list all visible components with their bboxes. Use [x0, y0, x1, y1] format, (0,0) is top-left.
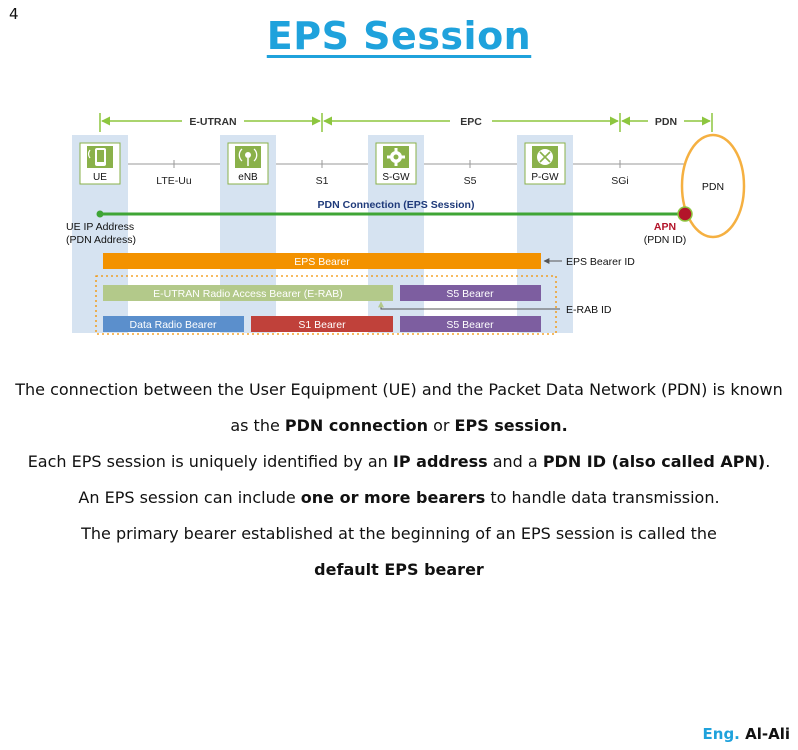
ip-address-term: IP address [392, 452, 488, 471]
enb-label: eNB [238, 172, 258, 183]
pdn-address-label: (PDN Address) [66, 234, 136, 246]
network-line [128, 160, 688, 168]
router-icon [537, 149, 553, 165]
erab-label: E-UTRAN Radio Access Bearer (E-RAB) [153, 288, 343, 300]
domain-label-epc: EPC [460, 116, 482, 128]
paragraph-3: An EPS session can include one or more b… [78, 488, 720, 507]
s1-bearer-bar [251, 316, 393, 332]
pdn-id-term: PDN ID (also called APN) [542, 452, 766, 471]
data-radio-bearer-bar [103, 316, 244, 332]
s5-bearer-bar-bottom [400, 316, 541, 332]
page-number: 4 [9, 5, 19, 23]
page-title: EPS Session [266, 14, 532, 58]
sgw-label: S-GW [382, 172, 410, 183]
sgw-node: S-GW [375, 142, 417, 185]
author-signature: Eng. Al-Ali [702, 725, 790, 743]
interface-label-sgi: SGi [611, 175, 629, 187]
paragraph-1-line-1: The connection between the User Equipmen… [15, 380, 783, 399]
interface-label-lte-uu: LTE-Uu [156, 175, 192, 187]
eps-bearer-id-label: EPS Bearer ID [566, 256, 635, 268]
antenna-icon [238, 148, 258, 166]
apn-label: APN [654, 221, 676, 233]
default-eps-bearer-term: default EPS bearer [314, 560, 484, 579]
pdn-connection-term: PDN connection [284, 416, 428, 435]
paragraph-4-line-1: The primary bearer established at the be… [81, 524, 717, 543]
paragraph-2: Each EPS session is uniquely identified … [27, 452, 771, 471]
gear-icon [387, 148, 405, 166]
ue-label: UE [93, 172, 107, 183]
erab-id-arrow [378, 301, 560, 310]
erab-id-label: E-RAB ID [566, 304, 612, 316]
pdn-connection-label: PDN Connection (EPS Session) [318, 199, 475, 211]
ue-node: UE [79, 142, 121, 185]
body-text: The connection between the User Equipmen… [0, 372, 798, 588]
s5-bearer-label-top: S5 Bearer [446, 288, 494, 300]
s5-bearer-bar-top [400, 285, 541, 301]
phone-icon [87, 148, 106, 166]
pdn-cloud [680, 133, 746, 239]
domain-ranges: E-UTRAN EPC PDN [99, 113, 713, 132]
domain-label-pdn: PDN [655, 116, 677, 128]
pgw-node: P-GW [524, 142, 566, 185]
bearers-term: one or more bearers [300, 488, 486, 507]
eps-session-term: EPS session. [454, 416, 568, 435]
pdn-label: PDN [702, 181, 724, 193]
interface-label-s5: S5 [464, 175, 477, 187]
paragraph-1-line-2: as the PDN connection or EPS session. [230, 416, 568, 435]
apn-dot [677, 206, 693, 222]
data-radio-bearer-label: Data Radio Bearer [130, 319, 217, 331]
eps-bearer-label: EPS Bearer [294, 256, 350, 268]
eps-session-diagram: E-UTRAN EPC PDN LTE-Uu S1 S5 SGi UE [66, 113, 746, 335]
enb-node: eNB [227, 142, 269, 185]
bearer-group-outline [95, 275, 557, 335]
erab-bar [103, 285, 393, 301]
pgw-label: P-GW [531, 172, 559, 183]
ue-ip-dot [96, 210, 104, 218]
ue-ip-address-label: UE IP Address [66, 221, 134, 233]
interface-label-s1: S1 [316, 175, 329, 187]
s1-bearer-label: S1 Bearer [298, 319, 346, 331]
pdn-id-label: (PDN ID) [644, 234, 687, 246]
s5-bearer-label-bottom: S5 Bearer [446, 319, 494, 331]
domain-label-eutran: E-UTRAN [189, 116, 236, 128]
eps-bearer-bar [103, 253, 541, 269]
paragraph-4-line-2: default EPS bearer [0, 552, 798, 588]
